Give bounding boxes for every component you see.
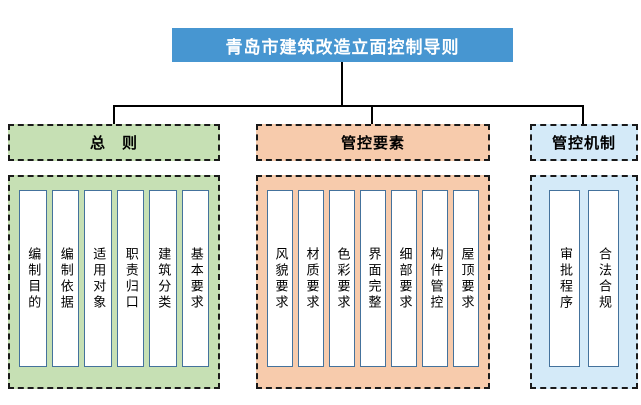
item-label: 构件管控	[427, 246, 443, 311]
item-label: 材质要求	[303, 246, 319, 311]
item-bar: 合法合规	[588, 190, 619, 367]
item-bar: 编制依据	[51, 190, 79, 367]
item-label: 职责归口	[122, 246, 138, 311]
connector-line-horizontal	[113, 105, 584, 107]
item-bar: 编制目的	[19, 190, 47, 367]
item-label: 风貌要求	[272, 246, 288, 311]
item-label: 合法合规	[596, 246, 611, 311]
item-bar: 风貌要求	[267, 190, 293, 367]
chart-title: 青岛市建筑改造立面控制导则	[172, 28, 513, 62]
item-label: 编制依据	[57, 246, 73, 311]
item-label: 基本要求	[187, 246, 203, 311]
item-bar: 审批程序	[549, 190, 580, 367]
item-bar: 材质要求	[298, 190, 324, 367]
item-bar: 色彩要求	[329, 190, 355, 367]
group-header-elements: 管控要素	[256, 124, 490, 161]
group-elements: 风貌要求 材质要求 色彩要求 界面完整 细部要求 构件管控 屋顶要求	[256, 175, 490, 389]
item-label: 细部要求	[396, 246, 412, 311]
item-bar: 屋顶要求	[453, 190, 479, 367]
item-bar: 建筑分类	[149, 190, 177, 367]
item-label: 适用对象	[90, 246, 106, 311]
item-bar: 界面完整	[360, 190, 386, 367]
connector-line-drop-mechanism	[582, 106, 584, 125]
group-header-general: 总 则	[8, 124, 220, 161]
item-label: 编制目的	[25, 246, 41, 311]
item-bar: 细部要求	[391, 190, 417, 367]
group-header-mechanism: 管控机制	[530, 124, 638, 161]
connector-line-drop-general	[113, 106, 115, 125]
item-label: 界面完整	[365, 246, 381, 311]
item-label: 色彩要求	[334, 246, 350, 311]
item-bar: 基本要求	[181, 190, 209, 367]
group-mechanism: 审批程序 合法合规	[530, 175, 638, 389]
item-bar: 适用对象	[84, 190, 112, 367]
item-bar: 职责归口	[116, 190, 144, 367]
connector-line-title	[341, 62, 343, 106]
item-label: 屋顶要求	[458, 246, 474, 311]
item-label: 审批程序	[557, 246, 572, 311]
group-general: 编制目的 编制依据 适用对象 职责归口 建筑分类 基本要求	[8, 175, 220, 389]
item-bar: 构件管控	[422, 190, 448, 367]
connector-line-drop-elements	[371, 106, 373, 125]
item-label: 建筑分类	[155, 246, 171, 311]
